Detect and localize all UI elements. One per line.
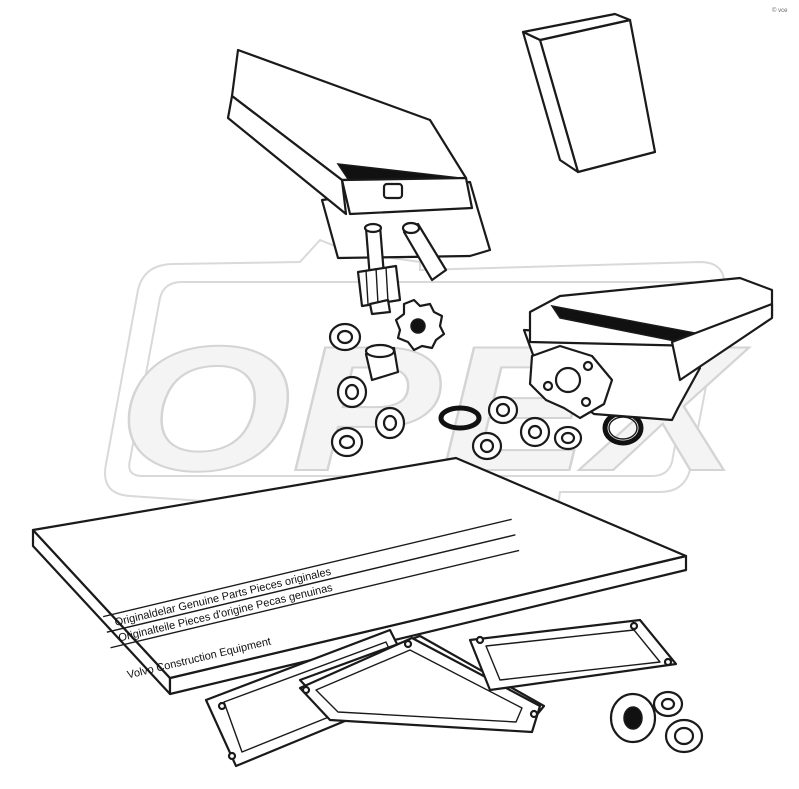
o-ring-1 bbox=[438, 405, 482, 431]
washer-2-hole bbox=[344, 383, 360, 401]
gasket-1-hole-1 bbox=[217, 701, 227, 711]
flange-gasket-hole-1 bbox=[542, 380, 554, 392]
gasket-2-hole-1 bbox=[403, 639, 413, 649]
flange-gasket-hole-3 bbox=[580, 396, 592, 408]
gasket-3-hole-1 bbox=[475, 635, 485, 645]
flange-gasket-hole-2 bbox=[582, 360, 594, 372]
open-box-top bbox=[226, 48, 492, 260]
gasket-3 bbox=[468, 618, 678, 692]
gasket-3-hole-3 bbox=[663, 657, 673, 667]
gasket-3-inner bbox=[485, 629, 661, 681]
long-shaft-end bbox=[363, 222, 383, 234]
washer-7-hole bbox=[527, 424, 543, 440]
corner-mark: © vce bbox=[772, 7, 788, 14]
open-box-right-front bbox=[670, 302, 774, 382]
washer-8-hole bbox=[560, 431, 576, 445]
spacer-sleeve bbox=[382, 182, 404, 200]
flat-gaskets bbox=[204, 618, 678, 768]
pin-end bbox=[401, 221, 421, 235]
shaft-gear-teeth bbox=[365, 266, 389, 305]
open-box-top-lid bbox=[230, 48, 468, 182]
small-box bbox=[521, 12, 657, 174]
bushing bbox=[364, 343, 400, 382]
bushing-top bbox=[364, 343, 396, 359]
small-box-side-face bbox=[521, 30, 580, 174]
gasket-1-hole-2 bbox=[227, 751, 237, 761]
washers bbox=[328, 322, 583, 461]
flange-gasket bbox=[528, 344, 614, 420]
seal-small-inner bbox=[673, 726, 695, 746]
document-rule-2 bbox=[106, 534, 516, 633]
gasket-3-hole-2 bbox=[629, 621, 639, 631]
washer-3-hole bbox=[338, 434, 356, 450]
open-box-top-front-edge bbox=[340, 176, 474, 216]
document-rule-1 bbox=[102, 518, 512, 618]
pin bbox=[401, 221, 448, 282]
flange-gasket-bore bbox=[554, 366, 582, 394]
washer-6-hole bbox=[479, 438, 495, 454]
seal-large-inner bbox=[623, 706, 643, 730]
gasket-2-body bbox=[298, 636, 542, 734]
washer-5-hole bbox=[495, 402, 511, 418]
gasket-2-inner bbox=[315, 649, 523, 723]
gasket-2-hole-2 bbox=[529, 709, 539, 719]
spur-gear bbox=[394, 298, 446, 352]
shaft-assembly bbox=[356, 222, 402, 316]
shaft-gear bbox=[356, 264, 402, 308]
washer-1-hole bbox=[336, 329, 354, 345]
washer-4-hole bbox=[382, 414, 398, 432]
gasket-2-hole-3 bbox=[301, 685, 311, 695]
shaft-lower-end bbox=[368, 298, 392, 316]
open-box-top-lid-end bbox=[226, 94, 348, 216]
parts-document: Originaldelar Genuine Parts Pieces origi… bbox=[31, 456, 688, 696]
document-rule-3 bbox=[110, 549, 520, 649]
spur-gear-hub bbox=[410, 318, 426, 334]
seal-medium-inner bbox=[660, 697, 676, 711]
bearing-seals bbox=[609, 690, 704, 754]
